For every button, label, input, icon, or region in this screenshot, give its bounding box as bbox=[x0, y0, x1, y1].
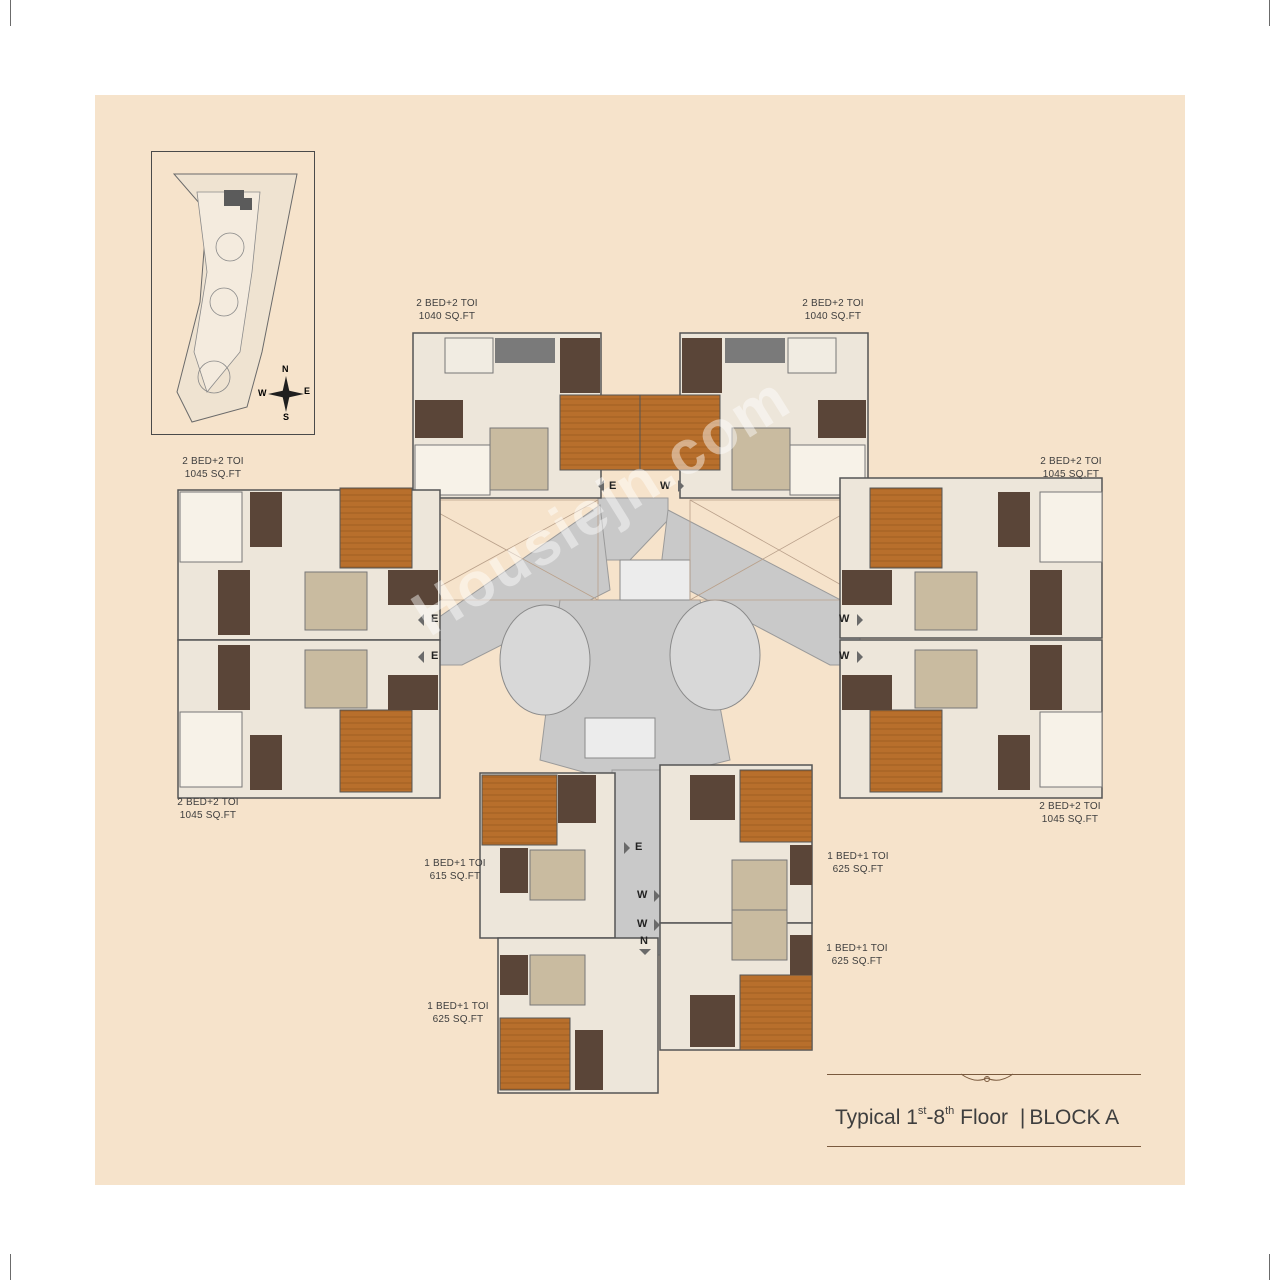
compass-icon: N S W E bbox=[258, 364, 311, 422]
entry-label: E bbox=[431, 613, 439, 625]
entry-label: N bbox=[640, 935, 648, 947]
unit-top-left bbox=[412, 332, 643, 499]
compass-s: S bbox=[283, 412, 290, 422]
site-outline bbox=[172, 173, 298, 423]
unit-right-upper bbox=[839, 477, 1103, 639]
entry-label: E bbox=[609, 480, 617, 492]
unit-left-upper bbox=[177, 487, 441, 641]
unit-bottom-left-upper bbox=[479, 772, 616, 939]
title-block: Typical 1st-8th Floor |BLOCK A bbox=[827, 1070, 1141, 1148]
entry-label: W bbox=[660, 480, 671, 492]
compass-e: E bbox=[304, 386, 311, 396]
unit-right-lower bbox=[839, 639, 1103, 799]
unit-top-right bbox=[639, 332, 869, 499]
unit-bottom-left-lower bbox=[497, 937, 659, 1094]
site-key-plan: N S W E bbox=[151, 151, 315, 435]
entry-label: W bbox=[839, 650, 850, 662]
entry-label: W bbox=[637, 918, 648, 930]
floor-title: Typical 1st-8th Floor |BLOCK A bbox=[835, 1105, 1120, 1129]
entry-label: W bbox=[637, 889, 648, 901]
crop-mark-br-v bbox=[1269, 1254, 1270, 1280]
crop-mark-bl-v bbox=[10, 1254, 11, 1280]
entry-arrows bbox=[418, 480, 863, 955]
ornament-icon bbox=[957, 1070, 1017, 1086]
void-lines bbox=[414, 499, 869, 601]
crop-mark-tl-v bbox=[10, 0, 11, 26]
entry-label: W bbox=[839, 613, 850, 625]
crop-mark-tr-v bbox=[1269, 0, 1270, 26]
entry-label: E bbox=[431, 650, 439, 662]
core-area bbox=[499, 559, 761, 759]
title-bottom-rule bbox=[827, 1146, 1141, 1147]
entry-label: E bbox=[635, 841, 643, 853]
title-top-rule bbox=[827, 1074, 1141, 1075]
unit-bottom-right-lower bbox=[659, 909, 813, 1051]
compass-w: W bbox=[258, 388, 267, 398]
compass-n: N bbox=[282, 364, 289, 374]
unit-bottom-right-upper bbox=[659, 764, 813, 924]
unit-left-lower bbox=[177, 639, 441, 799]
